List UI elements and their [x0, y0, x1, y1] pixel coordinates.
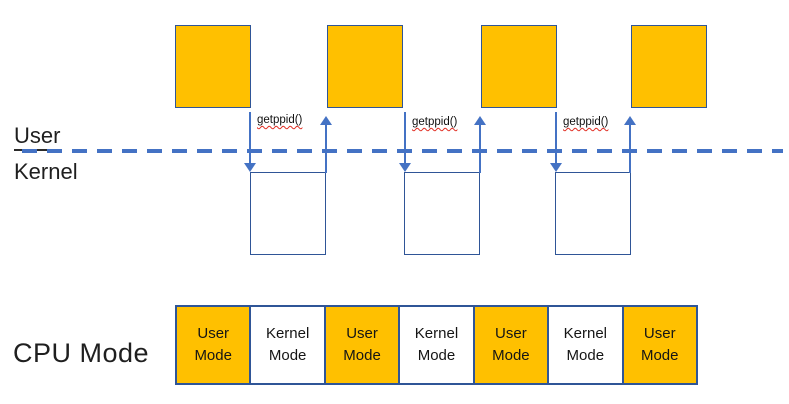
- kernel-service-box-3: [555, 172, 631, 255]
- user-region-label-text: User: [14, 123, 61, 152]
- cpu-cell-user-4: User Mode: [623, 305, 698, 385]
- user-process-box-3: [481, 25, 557, 108]
- user-kernel-boundary-line: [22, 149, 783, 153]
- cpu-mode-label: CPU Mode: [13, 338, 150, 368]
- kernel-service-box-1: [250, 172, 326, 255]
- user-process-box-4: [631, 25, 707, 108]
- trap-down-arrow-line-1: [249, 112, 251, 164]
- syscall-label-2: getppid(): [412, 116, 458, 128]
- kernel-region-label: Kernel: [14, 159, 78, 184]
- trap-down-arrow-head-1: [244, 163, 256, 172]
- trap-down-arrow-line-3: [555, 112, 557, 164]
- return-up-arrow-line-2: [479, 124, 481, 173]
- trap-down-arrow-line-2: [404, 112, 406, 164]
- trap-down-arrow-head-2: [399, 163, 411, 172]
- cpu-cell-kernel-1: Kernel Mode: [251, 305, 326, 385]
- syscall-label-1: getppid(): [257, 114, 303, 126]
- kernel-service-box-2: [404, 172, 480, 255]
- user-region-label: User: [14, 123, 61, 152]
- cpu-cell-user-3: User Mode: [474, 305, 550, 385]
- return-up-arrow-head-1: [320, 116, 332, 125]
- cpu-cell-user-1: User Mode: [175, 305, 252, 385]
- cpu-cell-kernel-2: Kernel Mode: [400, 305, 475, 385]
- user-process-box-2: [327, 25, 403, 108]
- syscall-label-3: getppid(): [563, 116, 609, 128]
- return-up-arrow-head-2: [474, 116, 486, 125]
- return-up-arrow-line-3: [629, 124, 631, 173]
- cpu-mode-timeline: User Mode Kernel Mode User Mode Kernel M…: [175, 305, 698, 385]
- cpu-cell-user-2: User Mode: [325, 305, 401, 385]
- return-up-arrow-head-3: [624, 116, 636, 125]
- user-process-box-1: [175, 25, 251, 108]
- cpu-cell-kernel-3: Kernel Mode: [549, 305, 624, 385]
- return-up-arrow-line-1: [325, 124, 327, 173]
- trap-down-arrow-head-3: [550, 163, 562, 172]
